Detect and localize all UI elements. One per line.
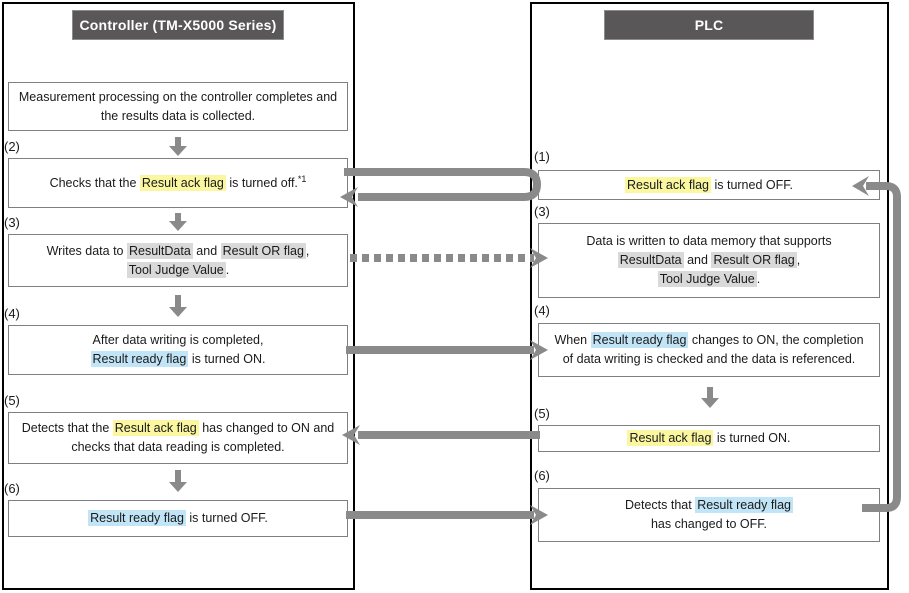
plc-step-1-label: (1)	[534, 149, 550, 164]
arrow-result-ready-off	[346, 505, 548, 525]
controller-step-3: Writes data to ResultData and Result OR …	[8, 234, 348, 287]
plc-step-3: Data is written to data memory that supp…	[538, 223, 880, 298]
controller-step-2: Checks that the Result ack flag is turne…	[8, 158, 348, 208]
controller-step-4-label: (4)	[4, 306, 20, 321]
plc-step-5-label: (5)	[534, 406, 550, 421]
controller-step-6-label: (6)	[4, 481, 20, 496]
plc-step-6-label: (6)	[534, 468, 550, 483]
controller-step-measurement: Measurement processing on the controller…	[8, 82, 348, 131]
plc-step-4: When Result ready flag changes to ON, th…	[538, 323, 880, 377]
plc-step-4-label: (4)	[534, 303, 550, 318]
controller-step-5: Detects that the Result ack flag has cha…	[8, 412, 348, 464]
plc-header: PLC	[604, 10, 814, 40]
controller-step-3-label: (3)	[4, 215, 20, 230]
arrow-result-ready-on	[346, 340, 548, 360]
controller-header: Controller (TM-X5000 Series)	[72, 10, 284, 40]
controller-step-6: Result ready flag is turned OFF.	[8, 500, 348, 537]
controller-step-5-label: (5)	[4, 393, 20, 408]
plc-step-1: Result ack flag is turned OFF.	[538, 170, 880, 200]
plc-step-5: Result ack flag is turned ON.	[538, 425, 880, 452]
controller-step-2-label: (2)	[4, 139, 20, 154]
arrow-data-write-dotted	[350, 248, 548, 268]
arrow-check-result-ack-loop	[340, 168, 542, 207]
controller-step-4: After data writing is completed,Result r…	[8, 325, 348, 375]
plc-step-3-label: (3)	[534, 204, 550, 219]
arrow-result-ack-on	[342, 425, 540, 445]
